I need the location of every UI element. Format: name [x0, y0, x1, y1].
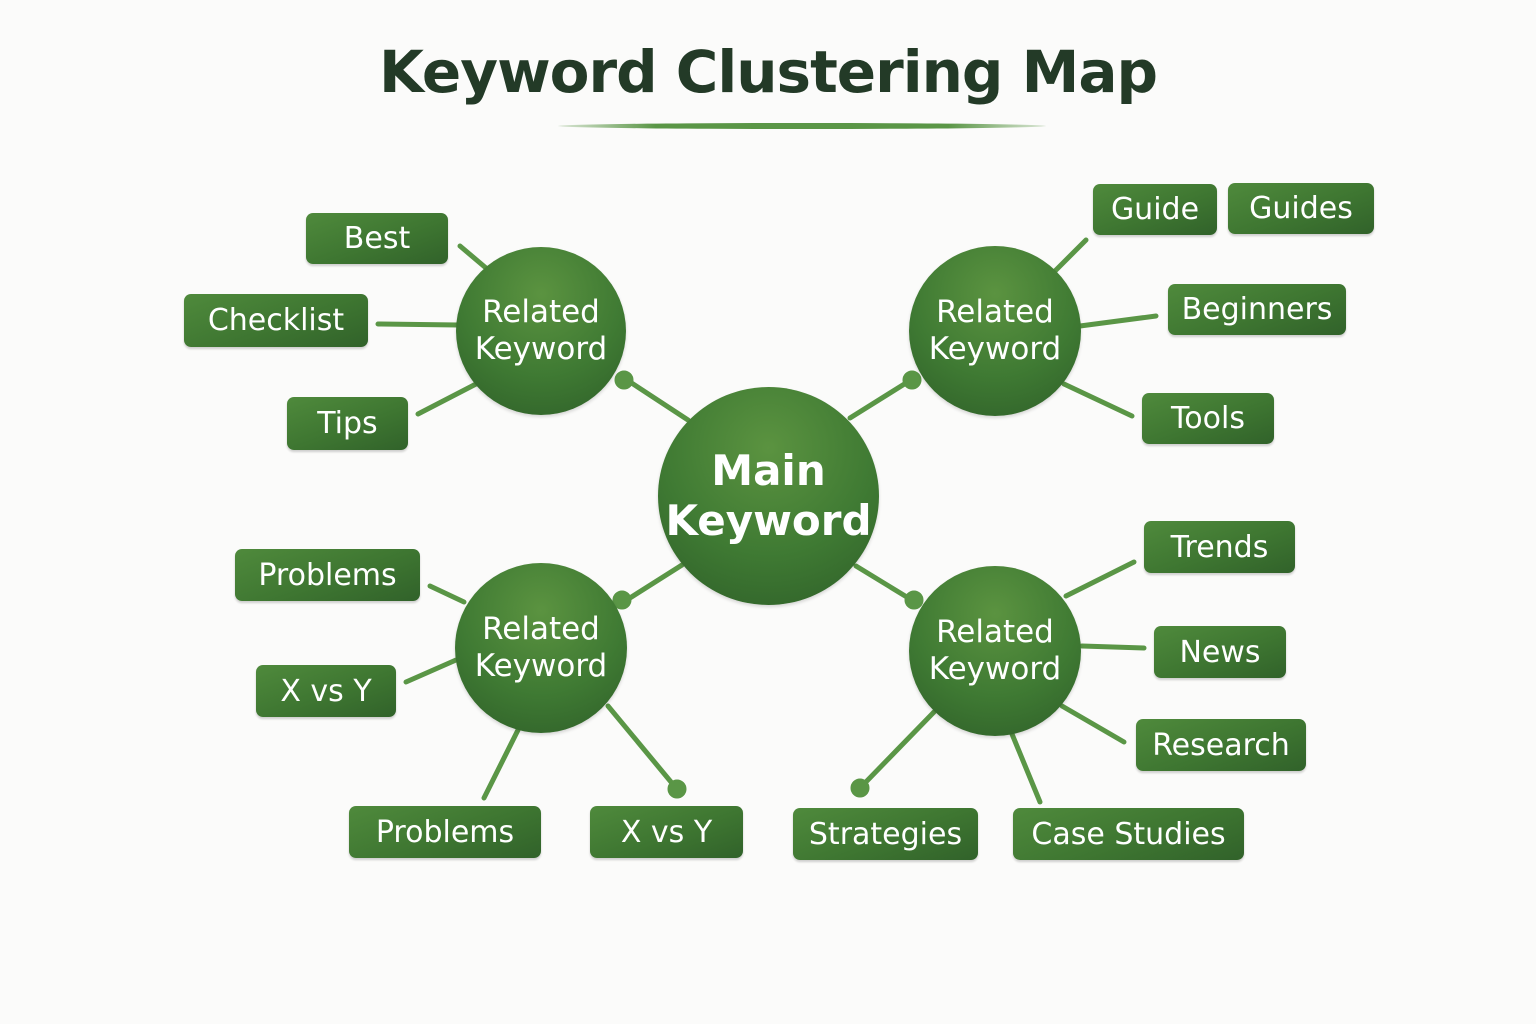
- keyword-box-trends[interactable]: Trends: [1144, 521, 1295, 573]
- related-keyword-node-top-right[interactable]: Related Keyword: [909, 246, 1081, 416]
- link-checklist: [375, 321, 461, 328]
- related-node-line1: Related: [482, 293, 600, 330]
- main-node-line2: Keyword: [665, 496, 872, 545]
- related-keyword-node-bottom-left[interactable]: Related Keyword: [455, 563, 627, 733]
- keyword-box-tools[interactable]: Tools: [1142, 393, 1274, 444]
- link-news: [1079, 643, 1147, 651]
- related-node-line1: Related: [936, 293, 1054, 330]
- related-node-line2: Keyword: [474, 648, 608, 684]
- related-node-line2: Keyword: [928, 331, 1062, 367]
- link-xvsy-bottom: [605, 703, 679, 791]
- keyword-box-problems[interactable]: Problems: [235, 549, 420, 601]
- link-main-bottom-right: [853, 563, 918, 605]
- link-endpoint: [904, 590, 924, 610]
- link-trends: [1063, 559, 1137, 599]
- keyword-box-checklist[interactable]: Checklist: [184, 294, 368, 347]
- link-tools: [1061, 381, 1135, 419]
- keyword-box-research[interactable]: Research: [1136, 719, 1306, 771]
- link-tips: [415, 381, 479, 417]
- keyword-box-x-vs-y[interactable]: X vs Y: [256, 665, 396, 717]
- related-node-line1: Related: [482, 610, 600, 647]
- link-endpoint: [902, 370, 922, 390]
- related-node-line2: Keyword: [474, 331, 608, 367]
- related-keyword-node-top-left[interactable]: Related Keyword: [456, 247, 626, 415]
- link-endpoint: [612, 590, 632, 610]
- keyword-box-strategies[interactable]: Strategies: [793, 808, 978, 860]
- keyword-box-best[interactable]: Best: [306, 213, 448, 264]
- related-node-line2: Keyword: [928, 651, 1062, 687]
- link-main-top-right: [847, 375, 917, 421]
- related-keyword-node-bottom-right[interactable]: Related Keyword: [909, 566, 1081, 736]
- keyword-box-guide[interactable]: Guide: [1093, 184, 1217, 235]
- link-best: [457, 243, 489, 271]
- diagram-title: Keyword Clustering Map: [379, 38, 1158, 106]
- keyword-box-news[interactable]: News: [1154, 626, 1286, 678]
- link-strategies: [859, 709, 937, 789]
- keyword-box-x-vs-y[interactable]: X vs Y: [590, 806, 743, 858]
- main-keyword-node[interactable]: Main Keyword: [658, 387, 879, 605]
- link-beginners: [1077, 313, 1159, 329]
- keyword-box-beginners[interactable]: Beginners: [1168, 284, 1346, 335]
- link-main-bottom-left: [619, 562, 685, 606]
- title-underline: [558, 123, 1046, 129]
- link-endpoint: [850, 778, 870, 798]
- keyword-box-guides[interactable]: Guides: [1228, 183, 1374, 234]
- keyword-box-problems[interactable]: Problems: [349, 806, 541, 858]
- link-xvsy-left: [403, 657, 459, 685]
- link-guide: [1051, 237, 1089, 275]
- link-research: [1059, 703, 1127, 745]
- link-endpoint: [614, 370, 634, 390]
- link-problems-left: [427, 583, 467, 605]
- link-problems-bottom: [481, 727, 521, 801]
- link-main-top-left: [621, 375, 691, 423]
- keyword-box-case-studies[interactable]: Case Studies: [1013, 808, 1244, 860]
- link-endpoint: [667, 779, 687, 799]
- related-node-line1: Related: [936, 613, 1054, 650]
- keyword-box-tips[interactable]: Tips: [287, 397, 408, 450]
- link-case-studies: [1009, 731, 1043, 805]
- main-node-line1: Main: [711, 445, 826, 495]
